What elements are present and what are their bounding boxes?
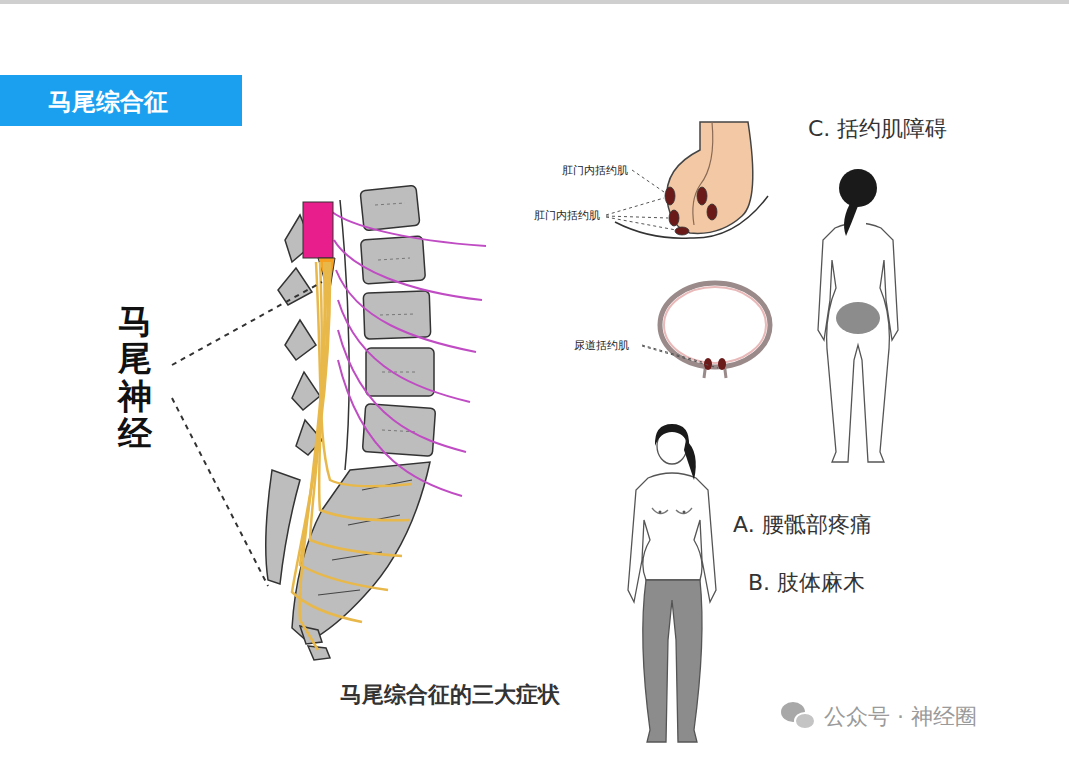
title-banner — [0, 75, 242, 126]
bladder-figure — [642, 283, 770, 378]
anal-sphincter-figure — [606, 122, 768, 238]
cauda-equina — [292, 262, 412, 650]
spine-figure — [266, 185, 436, 660]
part-label: 尿道括约肌 — [574, 338, 629, 353]
watermark: 公众号 · 神经圈 — [824, 702, 977, 732]
nerve-root — [332, 212, 486, 496]
spinal-cord — [303, 202, 333, 258]
back-figure — [818, 169, 898, 462]
symptom-label: A. 腰骶部疼痛 — [733, 510, 872, 540]
leader-line — [172, 282, 322, 365]
part-label: 马尾神经 — [118, 303, 152, 453]
front-figure — [628, 424, 716, 742]
part-label: 肛门内括约肌 — [534, 208, 600, 223]
leader-line — [172, 398, 268, 586]
wechat-icon — [781, 702, 815, 729]
top-rule — [0, 0, 1069, 4]
part-label: 肛门内括约肌 — [562, 163, 628, 178]
caption-text: 马尾综合征的三大症状 — [340, 680, 560, 710]
symptom-label: B. 肢体麻木 — [748, 568, 865, 598]
symptom-label: C. 括约肌障碍 — [808, 114, 947, 144]
title-text: 马尾综合征 — [48, 86, 168, 118]
